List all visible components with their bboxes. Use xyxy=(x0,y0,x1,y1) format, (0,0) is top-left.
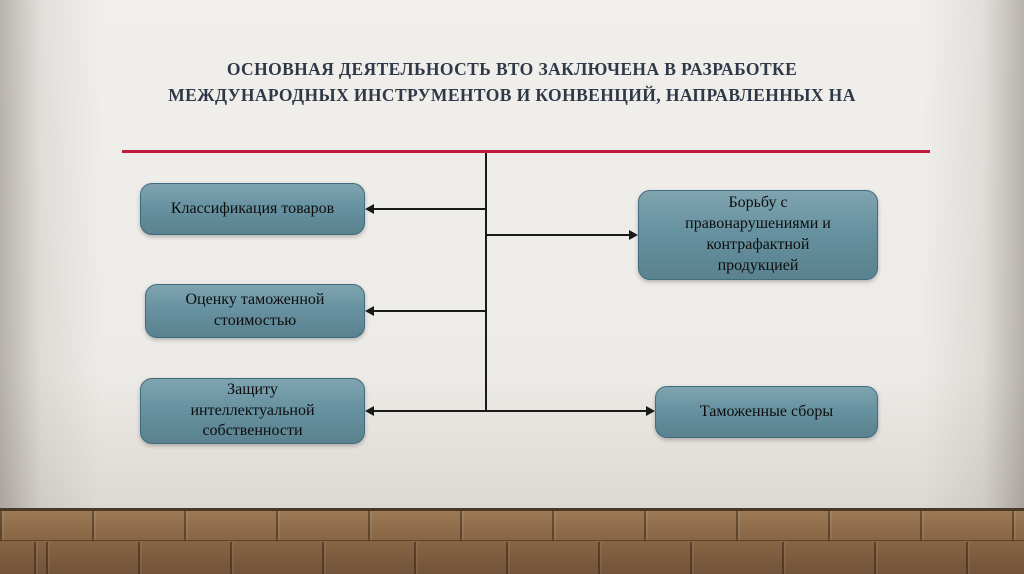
arrowhead-left-icon xyxy=(365,204,374,214)
floor-plank-row xyxy=(0,511,1024,541)
node-customs-valuation: Оценку таможенной стоимостью xyxy=(145,284,365,338)
node-goods-classification: Классификация товаров xyxy=(140,183,365,235)
floor-plank-row xyxy=(0,542,1024,574)
node-label: Классификация товаров xyxy=(170,199,335,217)
slide-title: ОСНОВНАЯ ДЕЯТЕЛЬНОСТЬ ВТО ЗАКЛЮЧЕНА В РА… xyxy=(168,59,856,106)
red-divider-line xyxy=(122,150,930,153)
connector-arrow-valuation xyxy=(365,306,486,316)
node-label: Борьбу с правонарушениями и контрафактно… xyxy=(685,194,831,274)
node-label: Защиту интеллектуальной собственности xyxy=(190,380,315,440)
node-label: Оценку таможенной стоимостью xyxy=(185,291,325,329)
connector-arrow-classification xyxy=(365,204,486,214)
arrowhead-left-icon xyxy=(365,306,374,316)
node-ip-protection: Защиту интеллектуальной собственности xyxy=(140,378,365,444)
arrowhead-right-icon xyxy=(629,230,638,240)
connector-arrow-ip-protection xyxy=(365,406,486,416)
node-label: Таможенные сборы xyxy=(699,402,834,420)
node-counterfeit-fight: Борьбу с правонарушениями и контрафактно… xyxy=(638,190,878,280)
node-customs-fees: Таможенные сборы xyxy=(655,386,878,438)
arrowhead-right-icon xyxy=(646,406,655,416)
connector-arrow-customs-fees xyxy=(487,406,655,416)
arrowhead-left-icon xyxy=(365,406,374,416)
connector-arrow-counterfeit xyxy=(487,230,638,240)
connector-vertical-line xyxy=(485,153,487,412)
wood-floor xyxy=(0,508,1024,574)
